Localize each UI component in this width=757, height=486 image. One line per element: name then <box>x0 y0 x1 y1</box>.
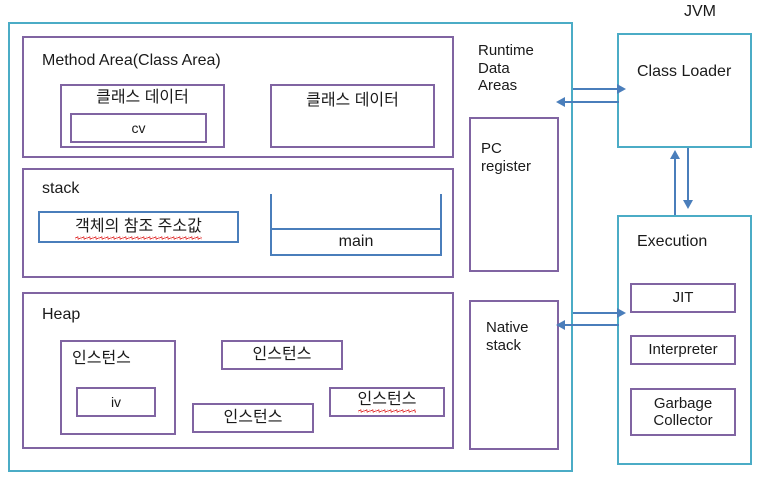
heap-area-box <box>22 292 454 449</box>
jit-label: JIT <box>672 289 694 307</box>
arrow-execution-to-classloader-head <box>670 150 680 159</box>
runtime-data-areas-line-2: Data <box>478 59 510 77</box>
arrow-rda-to-execution-line <box>573 312 619 314</box>
class-data-label-2: 클래스 데이터 <box>306 91 399 109</box>
execution-engine-title: Execution <box>637 233 708 250</box>
iv-label: iv <box>110 393 122 410</box>
class-data-box-1 <box>60 84 225 148</box>
class-loader-label: Class Loader <box>637 63 732 80</box>
heap-instance-label-2: 인스턴스 <box>252 345 312 363</box>
arrow-rda-to-classloader-head <box>617 84 626 94</box>
jvm-title: JVM <box>684 3 716 20</box>
runtime-data-areas-line-1: Runtime <box>478 42 534 59</box>
arrow-classloader-to-execution-line <box>687 148 689 206</box>
heap-instance-box-3 <box>192 403 314 433</box>
arrow-execution-to-rda-head <box>556 320 565 330</box>
heap-instance-label-4: 인스턴스 <box>329 385 445 415</box>
object-reference-box <box>38 211 239 243</box>
cv-label: cv <box>131 119 146 136</box>
stack-area-title: stack <box>42 180 80 197</box>
native-stack-line-1: Native <box>486 319 529 336</box>
class-data-box-2 <box>270 84 435 148</box>
class-loader-box <box>617 33 752 148</box>
stack-frame-divider <box>270 228 442 230</box>
arrow-execution-to-rda-line <box>563 324 619 326</box>
garbage-collector-box <box>630 388 736 436</box>
interpreter-label: Interpreter <box>648 341 718 359</box>
runtime-data-areas-panel <box>8 22 573 472</box>
arrow-classloader-to-rda-head <box>556 97 565 107</box>
arrow-execution-to-classloader-line <box>674 157 676 215</box>
arrow-rda-to-classloader-line <box>573 88 619 90</box>
execution-engine-box <box>617 215 752 465</box>
stack-frame-box <box>270 194 442 256</box>
garbage-collector-line-2: Collector <box>653 412 713 429</box>
class-data-label-1: 클래스 데이터 <box>96 88 189 106</box>
jit-box <box>630 283 736 313</box>
pc-register-line-2: register <box>481 157 532 175</box>
stack-frame-main-label: main <box>338 233 374 251</box>
object-reference-text: 객체의 참조 주소값 <box>75 217 202 241</box>
method-area-box <box>22 36 454 158</box>
stack-area-box <box>22 168 454 278</box>
heap-instance-box-1 <box>60 340 176 435</box>
method-area-title: Method Area(Class Area) <box>42 52 221 69</box>
heap-instance-label-3: 인스턴스 <box>223 408 283 426</box>
iv-box <box>76 387 156 417</box>
object-reference-label: 객체의 참조 주소값 <box>38 211 239 243</box>
garbage-collector-line-1: Garbage <box>653 394 713 412</box>
pc-register-line-1: PC <box>481 140 502 157</box>
native-stack-line-2: stack <box>486 336 522 354</box>
arrow-rda-to-execution-head <box>617 308 626 318</box>
native-stack-box <box>469 300 559 450</box>
cv-box <box>70 113 207 143</box>
interpreter-box <box>630 335 736 365</box>
heap-instance-text-4: 인스턴스 <box>357 390 417 414</box>
heap-instance-label-1: 인스턴스 <box>72 350 131 367</box>
pc-register-box <box>469 117 559 272</box>
runtime-data-areas-line-3: Areas <box>478 77 518 95</box>
arrow-classloader-to-execution-head <box>683 200 693 209</box>
heap-instance-box-4 <box>329 387 445 417</box>
arrow-classloader-to-rda-line <box>563 101 619 103</box>
heap-instance-box-2 <box>221 340 343 370</box>
heap-area-title: Heap <box>42 306 81 323</box>
